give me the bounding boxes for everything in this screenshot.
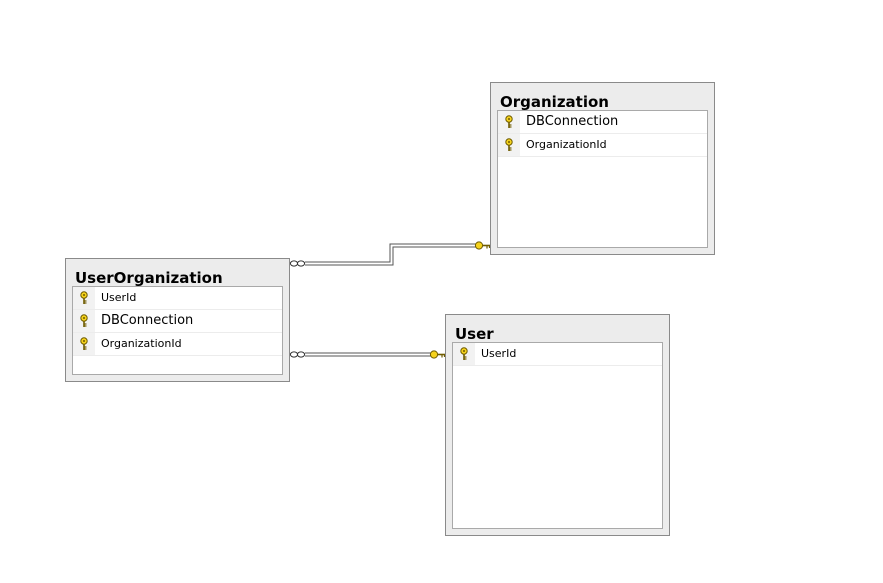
- column-row-organizationid[interactable]: OrganizationId: [498, 134, 707, 157]
- primary-key-icon: [505, 115, 513, 128]
- row-gutter: [73, 287, 95, 309]
- row-gutter: [73, 310, 95, 332]
- column-row-dbconnection[interactable]: DBConnection: [73, 310, 282, 333]
- column-name: UserId: [101, 291, 137, 304]
- primary-key-icon: [80, 314, 88, 327]
- key-icon: [474, 241, 491, 250]
- relationship-userorganization-user[interactable]: [289, 350, 446, 359]
- table-title: UserOrganization: [75, 269, 223, 287]
- column-row-userid[interactable]: UserId: [73, 287, 282, 310]
- table-user[interactable]: User UserId: [445, 314, 670, 536]
- column-list: UserId: [452, 342, 663, 529]
- column-name: UserId: [481, 347, 517, 360]
- infinity-icon: [289, 351, 306, 358]
- table-organization[interactable]: Organization DBConnection: [490, 82, 715, 255]
- column-name: OrganizationId: [101, 337, 182, 350]
- primary-key-icon: [80, 337, 88, 350]
- table-title: User: [455, 325, 494, 343]
- column-row-dbconnection[interactable]: DBConnection: [498, 111, 707, 134]
- primary-key-icon: [505, 138, 513, 151]
- column-name: OrganizationId: [526, 138, 607, 151]
- table-title: Organization: [500, 93, 609, 111]
- primary-key-icon: [80, 291, 88, 304]
- table-userorganization[interactable]: UserOrganization UserId: [65, 258, 290, 382]
- column-row-userid[interactable]: UserId: [453, 343, 662, 366]
- row-gutter: [73, 333, 95, 355]
- row-gutter: [498, 111, 520, 133]
- key-icon: [429, 350, 446, 359]
- primary-key-icon: [460, 347, 468, 360]
- infinity-icon: [289, 260, 306, 267]
- column-row-organizationid[interactable]: OrganizationId: [73, 333, 282, 356]
- relationship-userorganization-organization[interactable]: [289, 241, 491, 267]
- column-list: UserId DBConnection: [72, 286, 283, 375]
- row-gutter: [453, 343, 475, 365]
- column-list: DBConnection OrganizationId: [497, 110, 708, 248]
- column-name: DBConnection: [101, 313, 194, 328]
- row-gutter: [498, 134, 520, 156]
- column-name: DBConnection: [526, 114, 619, 129]
